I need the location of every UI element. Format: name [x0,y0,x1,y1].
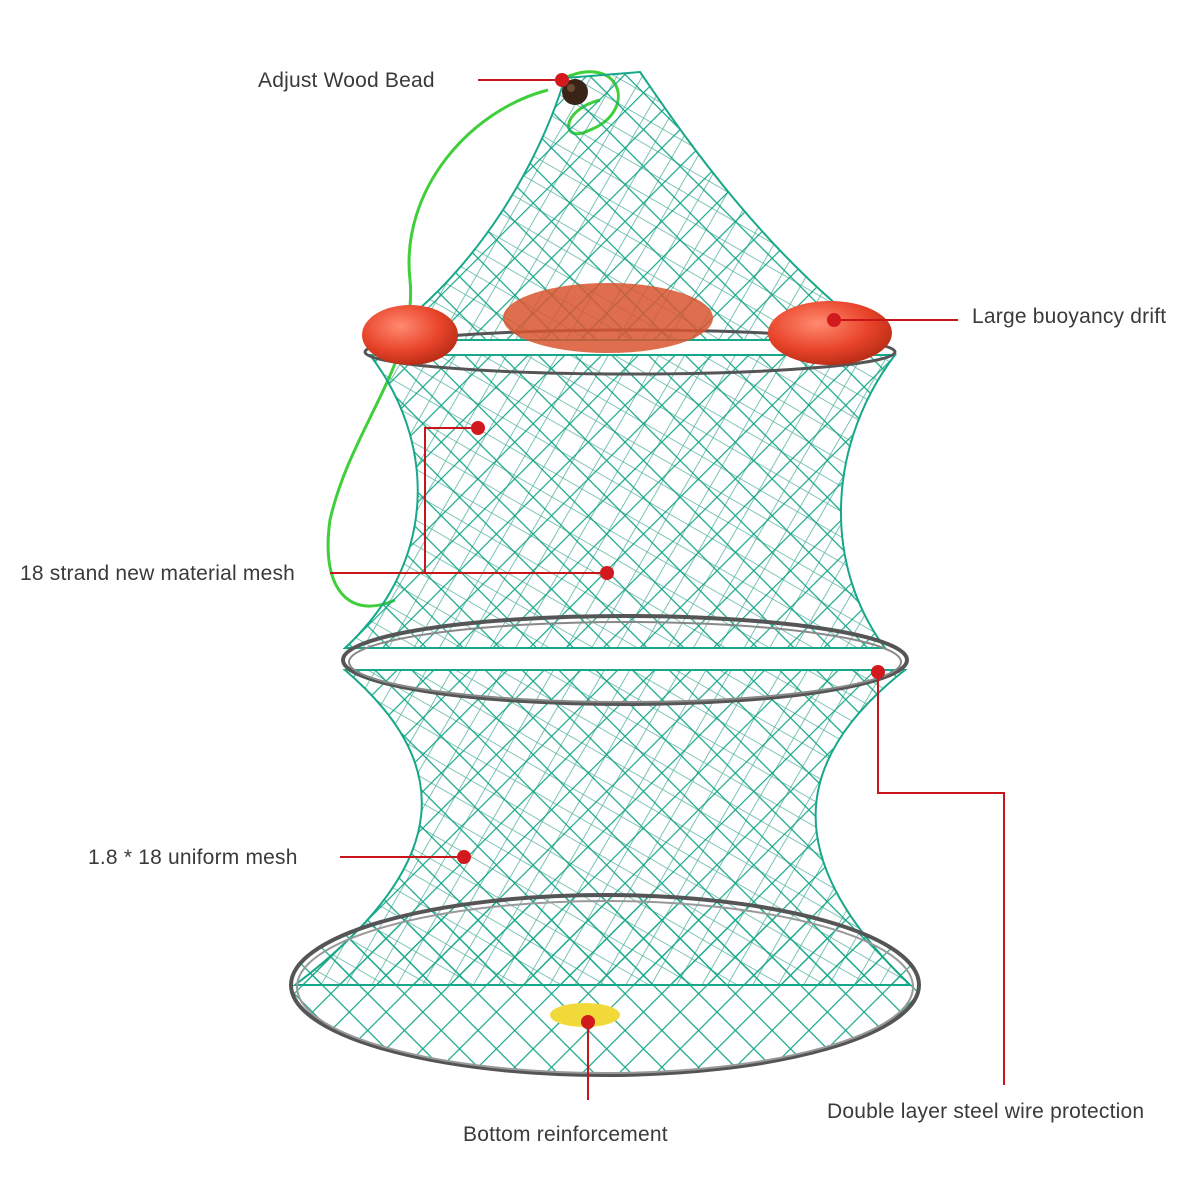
leader-lines [330,79,1005,1100]
leader-strand-mesh-branch [424,427,478,573]
dot-bottom [581,1015,595,1029]
dot-uniform-mesh [457,850,471,864]
callout-dots [457,73,885,1029]
dot-steel-wire [871,665,885,679]
callout-steel-wire: Double layer steel wire protection [827,1100,1145,1123]
bottom-floor-mesh [293,895,917,1075]
callout-wood-bead: Adjust Wood Bead [258,69,435,92]
float-left [362,305,458,365]
callout-bottom-reinforcement: Bottom reinforcement [463,1123,668,1146]
bottom-ring-inner [296,900,914,1074]
callout-uniform-mesh: 1.8 * 18 uniform mesh [88,846,298,869]
callout-buoyancy-drift: Large buoyancy drift [972,305,1167,328]
bottom-ring [289,893,921,1077]
dot-wood-bead [555,73,569,87]
leader-steel-wire [877,672,1005,1085]
float-center [503,283,713,353]
dot-strand-mesh-upper [471,421,485,435]
dot-buoyancy [827,313,841,327]
float-right [768,301,892,365]
dot-strand-mesh-center [600,566,614,580]
callout-strand-mesh: 18 strand new material mesh [20,562,296,585]
middle-ring [341,614,909,706]
bottom-reinforcement-disc [550,1003,620,1027]
middle-ring-inner [348,621,902,703]
